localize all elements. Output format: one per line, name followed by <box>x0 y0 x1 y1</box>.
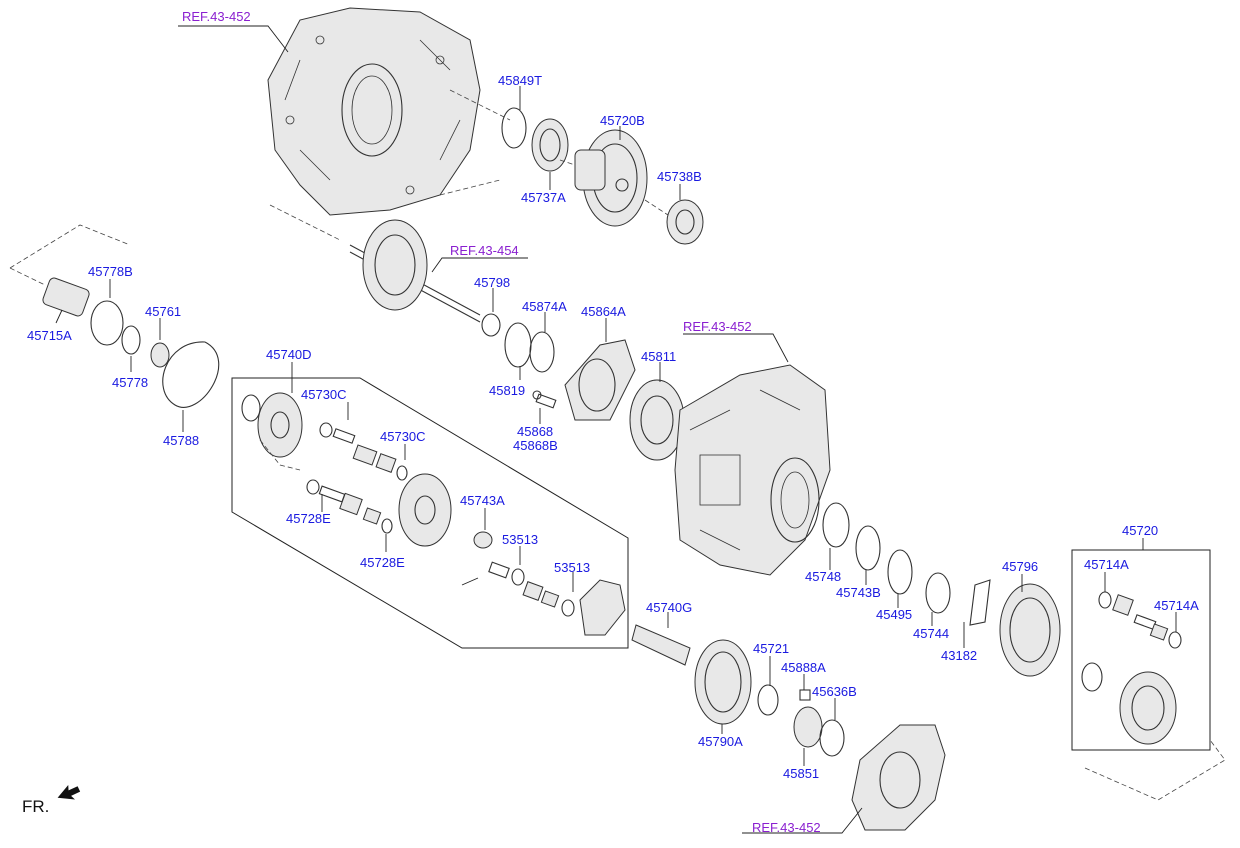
part-label-45788[interactable]: 45788 <box>163 433 200 448</box>
ring-45743b[interactable] <box>855 525 881 571</box>
retainer-45778b[interactable] <box>90 300 124 346</box>
ring-gear-45796[interactable] <box>999 583 1061 677</box>
part-label-45495[interactable]: 45495 <box>876 607 913 622</box>
shim-45721[interactable] <box>757 684 779 716</box>
ref-label-bottom-cover[interactable]: REF.43-452 <box>752 820 821 835</box>
part-label-45811[interactable]: 45811 <box>641 349 677 364</box>
bearing-45851[interactable] <box>793 706 823 748</box>
ring-45744[interactable] <box>925 572 951 614</box>
part-label-45748[interactable]: 45748 <box>805 569 842 584</box>
differential-case-parts[interactable] <box>241 392 626 636</box>
snap-ring-45788[interactable] <box>162 341 220 408</box>
seal-45636b[interactable] <box>819 719 845 757</box>
part-label-45714a-2[interactable]: 45714A <box>1154 598 1199 613</box>
part-label-45728e-2[interactable]: 45728E <box>360 555 405 570</box>
shaft-45740g[interactable] <box>631 624 691 666</box>
washer-45798[interactable] <box>481 313 501 337</box>
part-label-53513-1[interactable]: 53513 <box>502 532 539 547</box>
part-label-45730c-2[interactable]: 45730C <box>380 429 426 444</box>
sleeve-45715a[interactable] <box>41 277 90 318</box>
snap-ring-45849t[interactable] <box>501 107 527 149</box>
part-label-45778[interactable]: 45778 <box>112 375 149 390</box>
part-label-53513-2[interactable]: 53513 <box>554 560 591 575</box>
part-label-45715a[interactable]: 45715A <box>27 328 72 343</box>
part-label-45744[interactable]: 45744 <box>913 626 950 641</box>
pin-45888a[interactable] <box>799 689 811 701</box>
part-label-45796[interactable]: 45796 <box>1002 559 1039 574</box>
bearing-45738b[interactable] <box>666 199 704 245</box>
front-direction-label: FR. <box>22 797 50 816</box>
part-label-45864a[interactable]: 45864A <box>581 304 626 319</box>
seal-45761[interactable] <box>150 342 170 368</box>
lower-transmission-case <box>674 364 831 576</box>
part-label-45868[interactable]: 45868 <box>517 424 554 439</box>
side-cover <box>851 724 946 831</box>
group-box-45720 <box>1071 549 1211 751</box>
ring-45495[interactable] <box>887 549 913 595</box>
ref-label-top-case[interactable]: REF.43-452 <box>182 9 251 24</box>
part-label-45721[interactable]: 45721 <box>753 641 790 656</box>
part-label-45636b[interactable]: 45636B <box>812 684 857 699</box>
part-label-45888a[interactable]: 45888A <box>781 660 826 675</box>
part-label-45743b[interactable]: 45743B <box>836 585 881 600</box>
gear-45720b[interactable] <box>574 129 648 227</box>
part-label-45761[interactable]: 45761 <box>145 304 182 319</box>
part-label-45778b[interactable]: 45778B <box>88 264 133 279</box>
part-label-45714a-1[interactable]: 45714A <box>1084 557 1129 572</box>
bearing-plate-45864a[interactable] <box>564 339 636 421</box>
part-label-45720[interactable]: 45720 <box>1122 523 1159 538</box>
part-label-45868b[interactable]: 45868B <box>513 438 558 453</box>
part-label-45740d[interactable]: 45740D <box>266 347 312 362</box>
output-shaft-gear[interactable] <box>349 219 481 323</box>
ring-45874a[interactable] <box>529 331 555 373</box>
ref-label-case[interactable]: REF.43-452 <box>683 319 752 334</box>
part-label-45720b[interactable]: 45720B <box>600 113 645 128</box>
ring-gear-45790a[interactable] <box>694 639 752 725</box>
ref-label-shaft[interactable]: REF.43-454 <box>450 243 519 258</box>
part-label-45738b[interactable]: 45738B <box>657 169 702 184</box>
group-box-45740d <box>231 377 629 649</box>
part-label-45743a[interactable]: 45743A <box>460 493 505 508</box>
part-label-45730c-1[interactable]: 45730C <box>301 387 347 402</box>
part-label-45740g[interactable]: 45740G <box>646 600 693 615</box>
part-label-45849t[interactable]: 45849T <box>498 73 543 88</box>
ring-45819[interactable] <box>504 322 532 368</box>
shim-45778[interactable] <box>121 325 141 355</box>
upper-transmission-case <box>267 7 481 216</box>
gear-45811[interactable] <box>629 379 685 461</box>
differential-assembly-45720[interactable] <box>1081 591 1182 745</box>
part-label-43182[interactable]: 43182 <box>941 648 978 663</box>
bearing-45737a[interactable] <box>531 118 569 172</box>
part-label-45874a[interactable]: 45874A <box>522 299 567 314</box>
bracket-43182[interactable] <box>969 579 991 626</box>
part-label-45819[interactable]: 45819 <box>489 383 526 398</box>
part-label-45851[interactable]: 45851 <box>783 766 820 781</box>
seal-45748[interactable] <box>822 502 850 548</box>
bolt-45868[interactable] <box>532 390 557 409</box>
front-direction-arrow-icon <box>57 785 81 800</box>
part-label-45798[interactable]: 45798 <box>474 275 511 290</box>
part-label-45737a[interactable]: 45737A <box>521 190 566 205</box>
part-label-45790a[interactable]: 45790A <box>698 734 743 749</box>
leader-lines <box>55 25 1177 834</box>
part-label-45728e-1[interactable]: 45728E <box>286 511 331 526</box>
